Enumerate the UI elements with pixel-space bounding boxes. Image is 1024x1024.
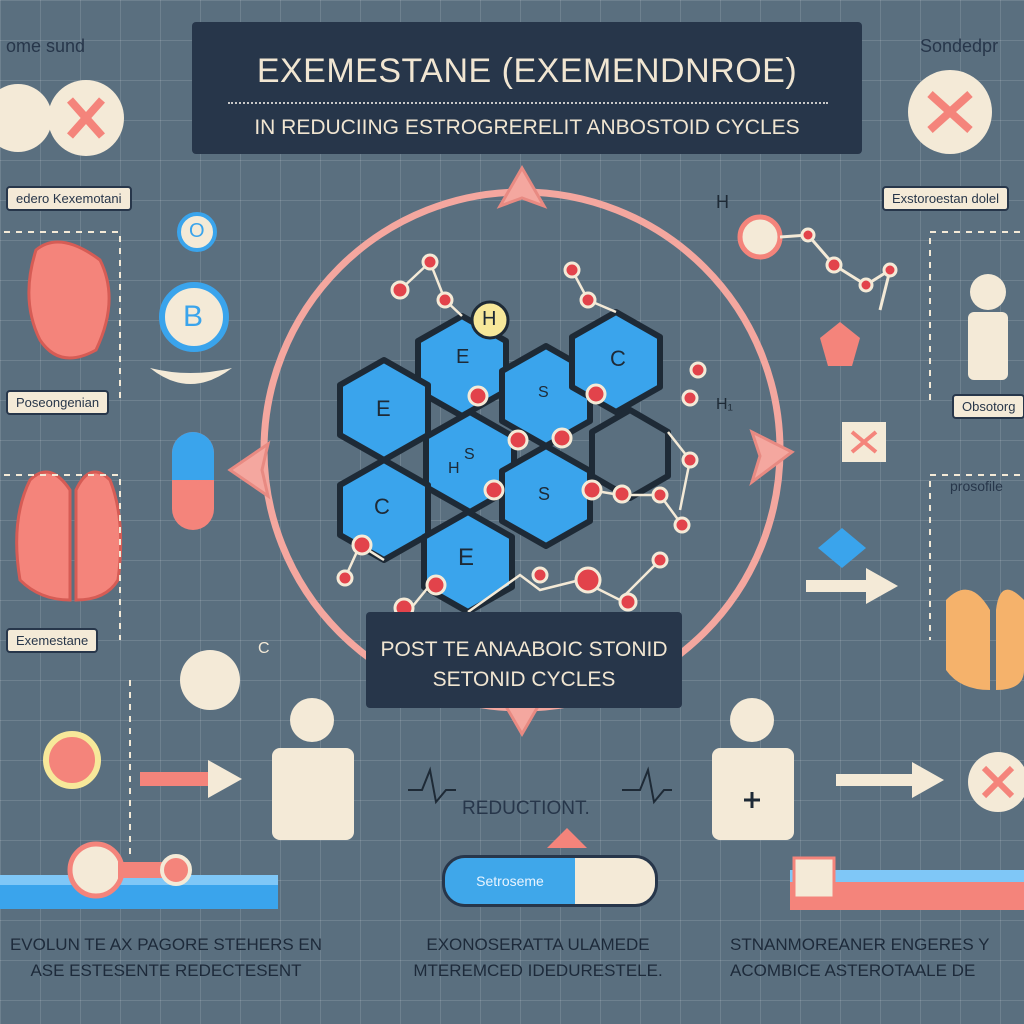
x-bottom-icon bbox=[792, 856, 836, 900]
cycle-arrows bbox=[227, 165, 795, 737]
h-atom-badge bbox=[470, 300, 510, 340]
bottom-center-text: EXONOSERATTA ULAMEDE MTEREMCED IDEDUREST… bbox=[413, 935, 663, 980]
b-bottom-icon bbox=[67, 841, 125, 899]
b-icon-label: B bbox=[183, 300, 204, 333]
arrow-right-icon-3 bbox=[912, 762, 944, 798]
sun-icon bbox=[43, 731, 101, 789]
bottom-right-text: STNANMOREANER ENGERES Y ACOMBICE ASTEROT… bbox=[730, 935, 990, 980]
right-label-1: Exstoroestan dolel bbox=[882, 186, 1009, 211]
person-small-icon bbox=[970, 274, 1006, 310]
o-icon-label: O bbox=[189, 220, 205, 242]
b-icon bbox=[159, 282, 229, 352]
center-caption-line2: SETONID CYCLES bbox=[432, 668, 616, 691]
arrow-right-icon bbox=[140, 772, 210, 786]
cycle-arrow-right bbox=[749, 429, 795, 486]
ring-label-7: C bbox=[374, 494, 390, 519]
cycle-arrow-top bbox=[496, 165, 548, 209]
molecule-atoms bbox=[336, 253, 707, 637]
ring-label-1: E bbox=[456, 346, 470, 368]
x-icon-1 bbox=[0, 84, 52, 152]
top-left-label: ome sund bbox=[6, 36, 86, 56]
s-icon bbox=[180, 650, 240, 710]
c-label: C bbox=[258, 640, 270, 657]
ring-label-4: C bbox=[610, 346, 626, 371]
left-icons bbox=[0, 80, 278, 909]
ring-label-6: S bbox=[538, 484, 551, 504]
bottom-left-text: EVOLUN TE AX PAGORE STEHERS EN ASE ESTES… bbox=[9, 935, 323, 980]
reduction-bar-empty bbox=[575, 858, 655, 904]
diamond-icon bbox=[818, 528, 866, 568]
lung-right-side-icon bbox=[946, 589, 990, 690]
ring-label-3: S bbox=[464, 446, 475, 463]
person-left-icon bbox=[272, 698, 354, 840]
center-caption-box: POST TE ANAABOIC STONID SETONID CYCLES bbox=[366, 612, 682, 708]
right-label-3: prosofile bbox=[950, 478, 1003, 494]
o-red-icon bbox=[737, 214, 783, 260]
left-label-1: edero Kexemotani bbox=[6, 186, 132, 211]
lung-left-icon bbox=[15, 470, 72, 602]
title-box: EXEMESTANE (EXEMENDNROE) IN REDUCIING ES… bbox=[192, 22, 862, 154]
page-title: EXEMESTANE (EXEMENDNROE) bbox=[256, 52, 798, 90]
connectors bbox=[4, 231, 1020, 860]
o-icon bbox=[177, 212, 217, 252]
arrow-right-icon-2 bbox=[866, 568, 898, 604]
pulse-icon-2 bbox=[622, 766, 672, 805]
ring-label-8: E bbox=[458, 544, 475, 571]
arrow-up-icon bbox=[547, 828, 587, 848]
shield-icon bbox=[820, 322, 860, 366]
atom-h-top-right: H bbox=[716, 192, 729, 212]
reduction-label: REDUCTIONT. bbox=[462, 798, 590, 819]
lung-right-icon bbox=[74, 470, 123, 602]
title-divider bbox=[228, 102, 828, 104]
cycle-arrow-left bbox=[227, 440, 271, 500]
ring-label-5: S bbox=[538, 384, 549, 401]
pulse-icon bbox=[408, 766, 456, 805]
reduction-bar: Setroseme bbox=[442, 855, 658, 907]
page-subtitle: IN REDUCIING ESTROGRERELIT ANBOSTOID CYC… bbox=[254, 116, 800, 139]
reduction-bar-label: Setroseme bbox=[445, 858, 575, 904]
left-label-2: Poseongenian bbox=[6, 390, 110, 415]
person-right-icon bbox=[712, 698, 794, 840]
top-right-label: Sondedpr bbox=[920, 36, 999, 56]
right-icons bbox=[737, 70, 1024, 910]
atom-h-ring: H bbox=[448, 460, 460, 477]
kidney-icon bbox=[27, 240, 111, 360]
left-label-3: Exemestane bbox=[6, 628, 99, 653]
ring-label-2: E bbox=[376, 396, 391, 421]
right-label-2: Obsotorg bbox=[952, 394, 1024, 419]
atom-h1: H₁ bbox=[716, 396, 733, 413]
chevron-down-icon bbox=[150, 368, 232, 384]
center-caption-line1: POST TE ANAABOIC STONID bbox=[380, 638, 668, 661]
atom-h-badge: H bbox=[482, 308, 497, 330]
